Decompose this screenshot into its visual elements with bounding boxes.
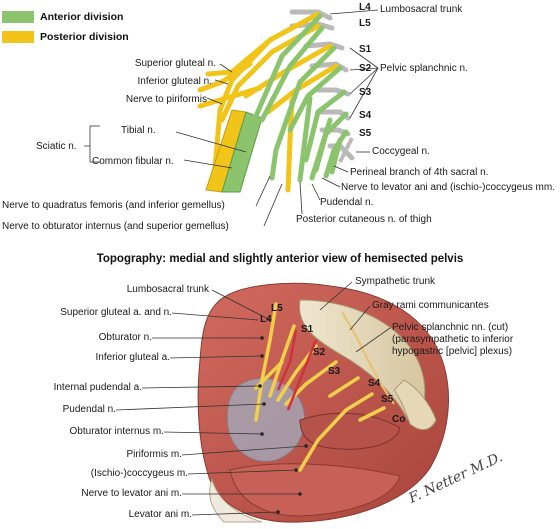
label-posterior-cutaneous-n: Posterior cutaneous n. of thigh — [296, 214, 432, 225]
sacral-plexus-schematic — [84, 9, 379, 227]
label-lumbosacral-trunk: Lumbosacral trunk — [380, 4, 463, 15]
label-superior-gluteal-n: Superior gluteal n. — [134, 58, 216, 69]
segment-l5: L5 — [359, 18, 371, 29]
label-pelvic-splanchnic-nn-line2: (parasympathetic to inferior — [392, 334, 514, 345]
label-nerve-to-quadratus-femoris: Nerve to quadratus femoris (and inferior… — [2, 200, 225, 211]
coccygeal-root — [338, 137, 354, 163]
section-title: Topography: medial and slightly anterior… — [96, 253, 464, 265]
segment-s2: S2 — [359, 63, 372, 74]
segment-s3: S3 — [359, 87, 372, 98]
label-levator-ani-m: Levator ani m. — [128, 509, 192, 520]
segment-s5: S5 — [359, 128, 372, 139]
label-common-fibular-n: Common fibular n. — [92, 156, 174, 167]
label-internal-pudendal-a: Internal pudendal a. — [53, 382, 142, 393]
segment-l4: L4 — [359, 2, 371, 13]
levator-ani-muscle — [229, 463, 401, 517]
bottom-segment-s1: S1 — [301, 324, 314, 335]
label-nerve-to-obturator-internus: Nerve to obturator internus (and superio… — [2, 221, 229, 232]
label-nerve-to-levator-ani-coccygeus: Nerve to levator ani and (ischio-)coccyg… — [341, 182, 555, 193]
pubic-bone — [209, 478, 263, 523]
segment-s4: S4 — [359, 110, 372, 121]
label-nerve-to-piriformis: Nerve to piriformis — [125, 94, 207, 105]
bottom-leader-lines — [115, 281, 391, 516]
label-inferior-gluteal-n: Inferior gluteal n. — [137, 76, 213, 87]
label-gray-rami-communicantes: Gray rami communicantes — [372, 300, 489, 311]
bottom-segment-l5: L5 — [271, 303, 283, 314]
label-ischio-coccygeus-m: (Ischio-)coccygeus m. — [90, 468, 188, 479]
label-superior-gluteal-a-n: Superior gluteal a. and n. — [60, 307, 172, 318]
bottom-arteries — [276, 329, 318, 411]
legend-anterior-label: Anterior division — [40, 10, 124, 23]
label-sciatic-n: Sciatic n. — [36, 141, 77, 152]
label-obturator-n: Obturator n. — [98, 332, 152, 343]
bottom-segment-s2: S2 — [313, 347, 326, 358]
bottom-segment-co: Co — [392, 414, 406, 425]
coccyx-bone — [393, 379, 437, 430]
label-piriformis-m: Piriformis m. — [126, 449, 182, 460]
legend-anterior-swatch — [2, 10, 34, 23]
label-tibial-n: Tibial n. — [121, 125, 156, 136]
label-sympathetic-trunk: Sympathetic trunk — [355, 276, 436, 287]
legend-anterior: Anterior division — [2, 10, 123, 23]
label-obturator-internus-m: Obturator internus m. — [69, 426, 164, 437]
segment-s1: S1 — [359, 44, 372, 55]
legend-posterior: Posterior division — [2, 30, 129, 43]
anterior-division-nerves — [253, 13, 349, 183]
bottom-segment-s5: S5 — [381, 394, 394, 405]
legend-posterior-label: Posterior division — [40, 30, 129, 43]
label-pelvic-splanchnic: Pelvic splanchnic n. — [380, 63, 468, 74]
bottom-segment-s4: S4 — [368, 378, 381, 389]
label-pelvic-splanchnic-nn-line1: Pelvic splanchnic nn. (cut) — [392, 322, 509, 333]
label-bottom-pudendal-n: Pudendal n. — [62, 404, 116, 415]
label-coccygeal-n: Coccygeal n. — [372, 146, 430, 157]
legend-posterior-swatch — [2, 30, 34, 43]
label-inferior-gluteal-a: Inferior gluteal a. — [95, 352, 171, 363]
top-leader-lines — [84, 9, 379, 227]
label-pelvic-splanchnic-nn-line3: hypogastric [pelvic] plexus) — [392, 346, 513, 357]
bottom-segment-s3: S3 — [328, 366, 341, 377]
label-perineal-branch: Perineal branch of 4th sacral n. — [350, 167, 489, 178]
label-bottom-lumbosacral-trunk: Lumbosacral trunk — [126, 284, 209, 295]
label-nerve-to-levator-ani-m: Nerve to levator ani m. — [81, 488, 182, 499]
label-pudendal-n: Pudendal n. — [320, 197, 374, 208]
bottom-segment-l4: L4 — [260, 314, 272, 325]
